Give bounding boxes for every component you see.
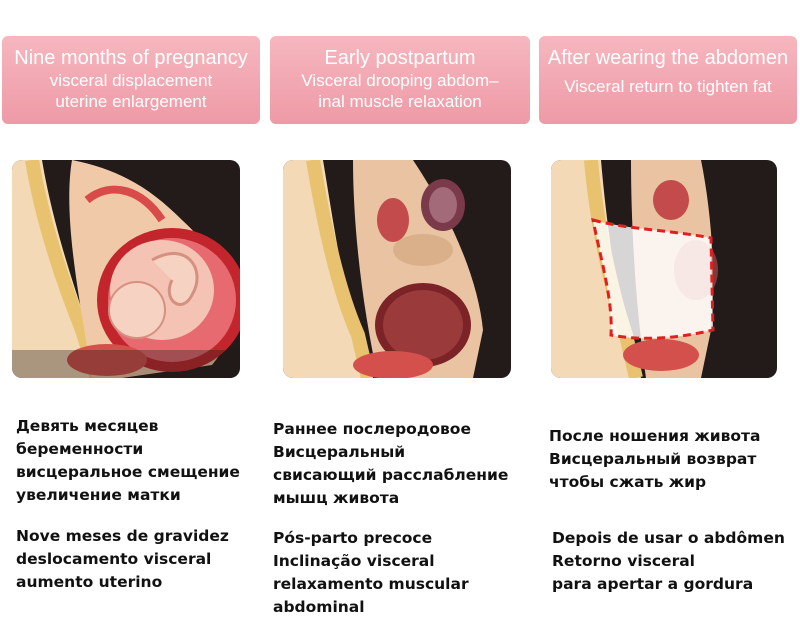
ru-line: висцеральное смещение [16, 463, 240, 481]
banner-title: Nine months of pregnancy [14, 47, 248, 69]
ru-line: мышц живота [273, 489, 400, 507]
ru-line: увеличение матки [16, 486, 181, 504]
banner-subtitle-line: Visceral return to tighten fat [564, 77, 772, 96]
banner-after-wearing: After wearing the abdomen Visceral retur… [539, 36, 797, 124]
pt-line: Inclinação visceral [273, 552, 435, 570]
pt-line: Retorno visceral [552, 552, 695, 570]
banner-subtitle-line: inal muscle relaxation [318, 92, 482, 111]
pt-line: abdominal [273, 598, 365, 616]
ru-line: После ношения живота [549, 427, 761, 445]
ru-line: чтобы сжать жир [549, 473, 707, 491]
ru-line: Девять месяцев [16, 417, 159, 435]
ru-line: Висцеральный [273, 443, 406, 461]
ru-line: беременности [16, 440, 144, 458]
pt-line: Nove meses de gravidez [16, 527, 229, 545]
abdomen-belt-outline [591, 217, 715, 340]
after-wearing-illustration [551, 160, 777, 378]
pt-line: deslocamento visceral [16, 550, 212, 568]
banner-postpartum: Early postpartum Visceral drooping abdom… [270, 36, 530, 124]
pt-line: Depois de usar o abdômen [552, 529, 785, 547]
banner-title: Early postpartum [324, 47, 476, 69]
ru-line: свисающий расслабление [273, 466, 509, 484]
pt-line: aumento uterino [16, 573, 163, 591]
postpartum-illustration [283, 160, 511, 378]
banner-subtitle-line: uterine enlargement [55, 92, 207, 111]
pregnancy-illustration [12, 160, 240, 378]
banner-subtitle-line: Visceral drooping abdom– [301, 71, 499, 90]
pt-line: para apertar a gordura [552, 575, 754, 593]
banner-pregnancy: Nine months of pregnancy visceral displa… [2, 36, 260, 124]
ru-line: Раннее послеродовое [273, 420, 471, 438]
banner-subtitle-line: visceral displacement [49, 71, 213, 90]
pt-line: relaxamento muscular [273, 575, 469, 593]
pt-line: Pós-parto precoce [273, 529, 433, 547]
ru-line: Висцеральный возврат [549, 450, 757, 468]
abdomen-belt-shape [593, 220, 713, 339]
banner-title: After wearing the abdomen [547, 47, 789, 69]
